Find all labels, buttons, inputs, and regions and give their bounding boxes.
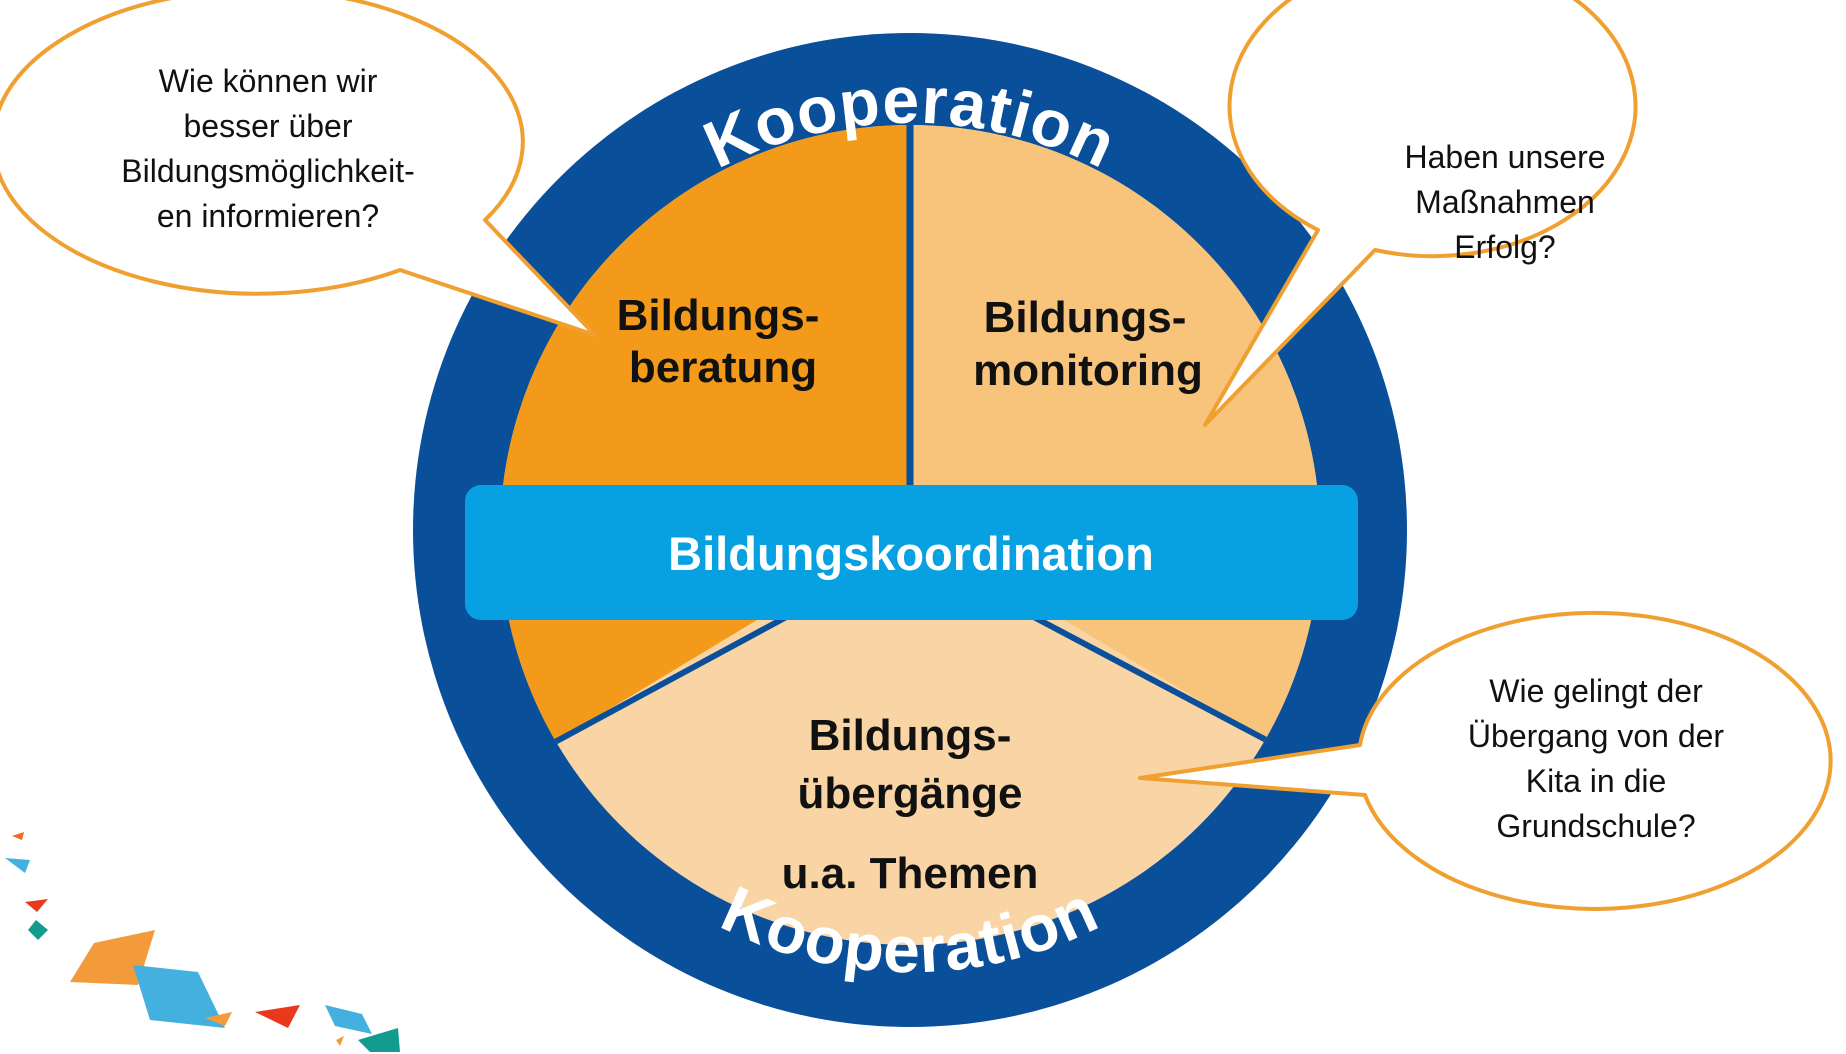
confetti-piece [25,899,48,912]
bubble-top-left: Wie können wir besser über Bildungsmögli… [0,0,597,337]
uebergaenge-title-line1: Bildungs- [809,711,1012,760]
segment-beratung-lower [500,600,790,760]
bubble-top-left-shape [0,0,597,337]
confetti-piece [325,1005,372,1034]
bubble-top-left-line3: Bildungsmöglichkeit- [121,153,414,189]
bubble-bottom-right-line1: Wie gelingt der [1489,673,1703,709]
bubble-top-left-line1: Wie können wir [159,63,378,99]
bubble-bottom-right-shape [1138,610,1833,911]
monitoring-title-line1: Bildungs- [984,293,1187,342]
confetti-piece [358,1028,400,1052]
confetti-piece [336,1036,344,1046]
bubble-top-right-line3: Erfolg? [1454,229,1555,265]
confetti-piece [70,930,155,985]
confetti-piece [255,1005,300,1028]
uebergaenge-title-line2: übergänge [798,769,1023,818]
bubble-top-right-shape [1203,0,1638,427]
confetti-piece [5,858,30,873]
bubble-top-left-line2: besser über [184,108,353,144]
beratung-title-line2: beratung [629,343,817,392]
bubble-top-right-line2: Maßnahmen [1415,184,1595,220]
bubble-top-right: Haben unsere Maßnahmen Erfolg? [1203,0,1638,427]
divider-left [553,612,792,745]
bubble-bottom-right-line2: Übergang von der [1468,718,1725,754]
bubble-bottom-right-line3: Kita in die [1526,763,1667,799]
bubble-top-left-line4: en informieren? [157,198,379,234]
confetti-piece [133,965,225,1028]
confetti-piece [12,832,24,840]
uebergaenge-title-line3: u.a. Themen [782,849,1039,898]
confetti-piece [205,1012,232,1026]
bubble-bottom-right: Wie gelingt der Übergang von der Kita in… [1138,610,1833,911]
bildungskoordination-bar [465,485,1358,620]
divider-right [1028,612,1272,745]
confetti-decoration [5,832,400,1052]
bubble-bottom-right-line4: Grundschule? [1496,808,1695,844]
bildungskoordination-label: Bildungskoordination [668,527,1154,580]
monitoring-title-line2: monitoring [973,346,1203,395]
beratung-title-line1: Bildungs- [617,291,820,340]
bubble-top-right-line1: Haben unsere [1404,139,1605,175]
confetti-piece [28,920,48,940]
